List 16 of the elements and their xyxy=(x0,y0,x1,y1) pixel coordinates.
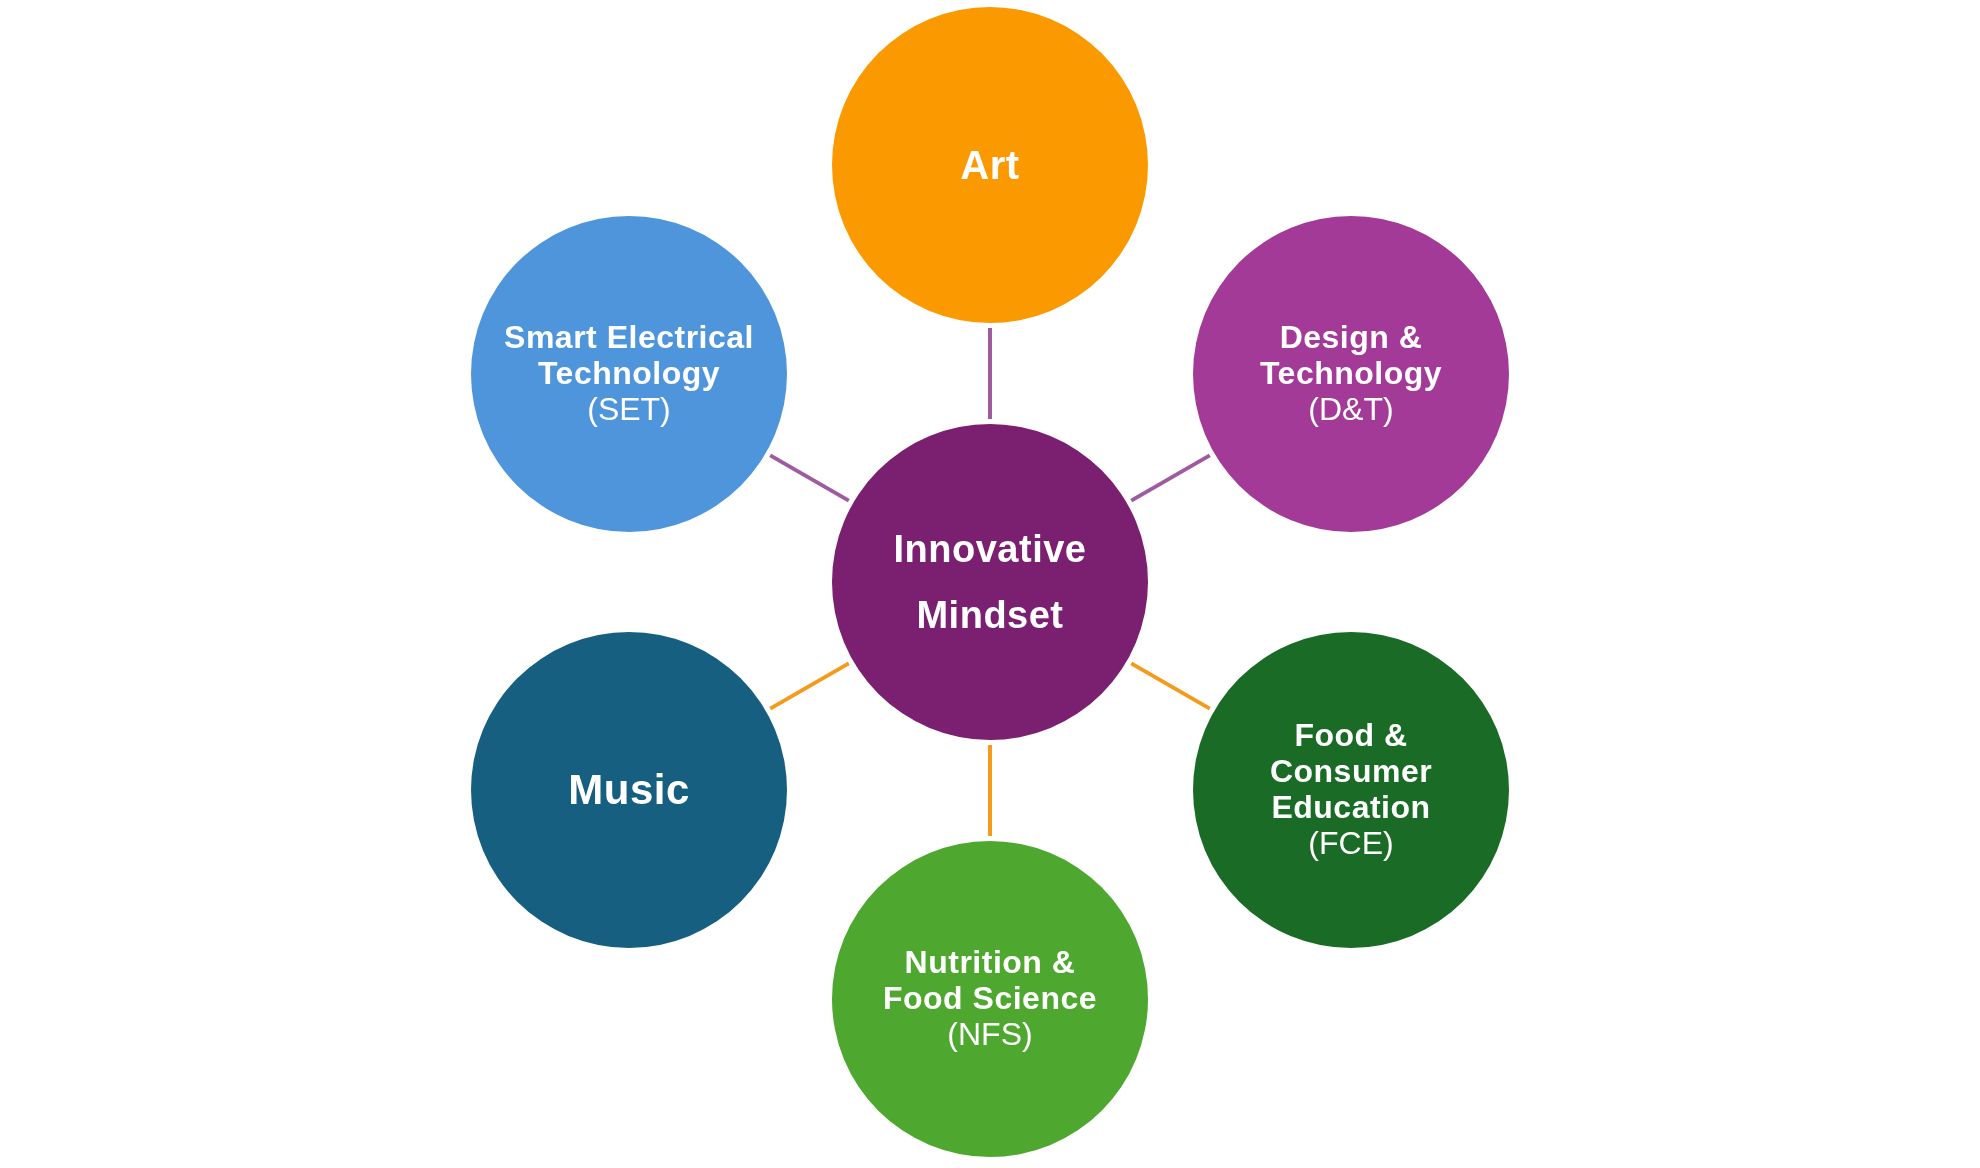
topic-abbreviation: (D&T) xyxy=(1308,391,1394,429)
topic-abbreviation: (NFS) xyxy=(947,1016,1033,1054)
topic-title: Smart Electrical Technology xyxy=(504,319,754,392)
connector-line xyxy=(769,661,850,711)
topic-title: Food & Consumer Education xyxy=(1268,717,1434,826)
topic-title: Art xyxy=(960,142,1020,188)
topic-title: Design & Technology xyxy=(1258,319,1444,392)
topic-title: Innovative Mindset xyxy=(892,526,1088,638)
topic-abbreviation: (FCE) xyxy=(1308,825,1394,863)
connector-line xyxy=(988,745,992,836)
connector-line xyxy=(769,453,850,503)
topic-abbreviation: (SET) xyxy=(587,391,671,429)
topic-title: Nutrition & Food Science xyxy=(881,944,1098,1017)
topic-title: Music xyxy=(568,766,690,814)
connector-line xyxy=(988,328,992,419)
connector-line xyxy=(1130,453,1211,503)
